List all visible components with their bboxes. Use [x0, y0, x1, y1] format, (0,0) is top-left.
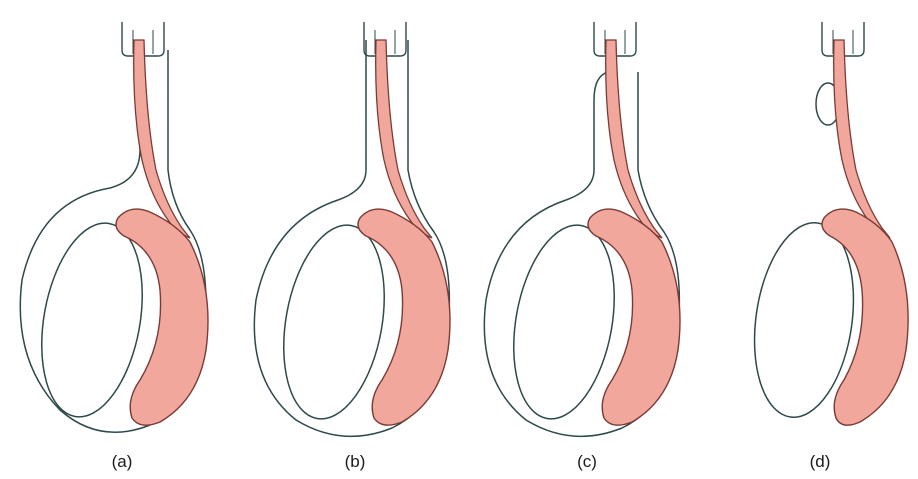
panel-a-drawing: [20, 22, 208, 432]
panel-label-b: (b): [325, 452, 385, 472]
panel-label-a: (a): [92, 452, 152, 472]
panel-b-drawing: [254, 22, 450, 436]
panel-d-cord: [834, 40, 890, 238]
panel-d-drawing: [743, 22, 908, 425]
panel-a-cord: [134, 40, 190, 238]
panel-c-drawing: [484, 22, 680, 436]
panel-label-c: (c): [557, 452, 617, 472]
panel-label-d: (d): [790, 452, 850, 472]
panel-b-cord: [376, 40, 432, 238]
panel-c-cord: [606, 40, 662, 238]
